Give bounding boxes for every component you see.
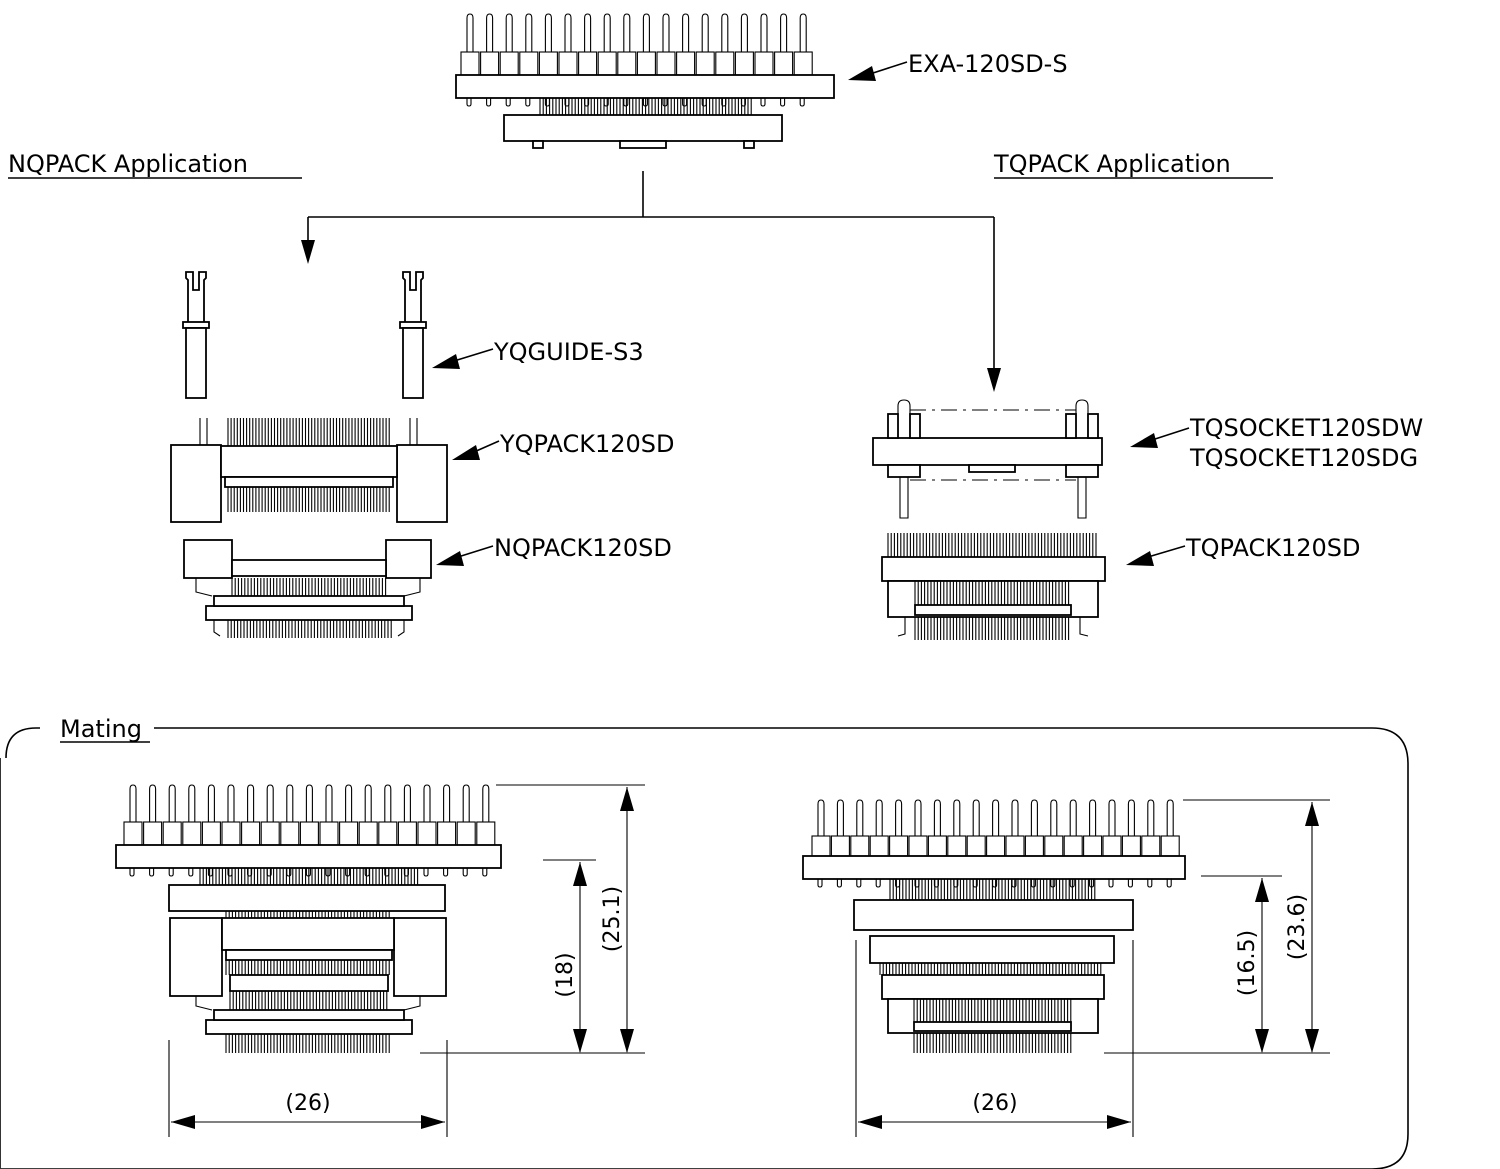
mating-right-assembly xyxy=(802,799,1186,1053)
tqpack-label: TQPACK120SD xyxy=(1185,534,1361,562)
nqpack-application-heading: NQPACK Application xyxy=(8,150,248,178)
yqguide-label: YQGUIDE-S3 xyxy=(493,338,644,366)
tqpack-part xyxy=(881,533,1106,640)
nqpack-part xyxy=(183,539,432,638)
tqpack-application-heading: TQPACK Application xyxy=(993,150,1231,178)
right-height-total-dim: (23.6) xyxy=(1285,894,1310,960)
exa-label: EXA-120SD-S xyxy=(908,50,1068,78)
tqsocket-part xyxy=(872,399,1103,519)
left-height-total-dim: (25.1) xyxy=(600,886,625,952)
exa-adapter-part xyxy=(455,13,835,149)
tqsocket-w-label: TQSOCKET120SDW xyxy=(1189,414,1423,442)
mating-heading: Mating xyxy=(60,715,142,743)
mating-left-assembly xyxy=(115,784,502,1053)
branch-connector xyxy=(301,171,1001,392)
yqguide-part xyxy=(182,271,427,399)
right-width-dim: (26) xyxy=(972,1091,1017,1116)
yqpack-label: YQPACK120SD xyxy=(499,430,675,458)
left-height-inner-dim: (18) xyxy=(553,952,578,997)
nqpack-label: NQPACK120SD xyxy=(494,534,672,562)
yqpack-part xyxy=(170,418,448,523)
dimensions-right xyxy=(855,799,1330,1137)
mating-frame xyxy=(0,727,1409,1169)
right-height-inner-dim: (16.5) xyxy=(1235,930,1260,996)
dimensions-left xyxy=(168,784,645,1137)
tqsocket-g-label: TQSOCKET120SDG xyxy=(1189,444,1418,472)
left-width-dim: (26) xyxy=(285,1091,330,1116)
